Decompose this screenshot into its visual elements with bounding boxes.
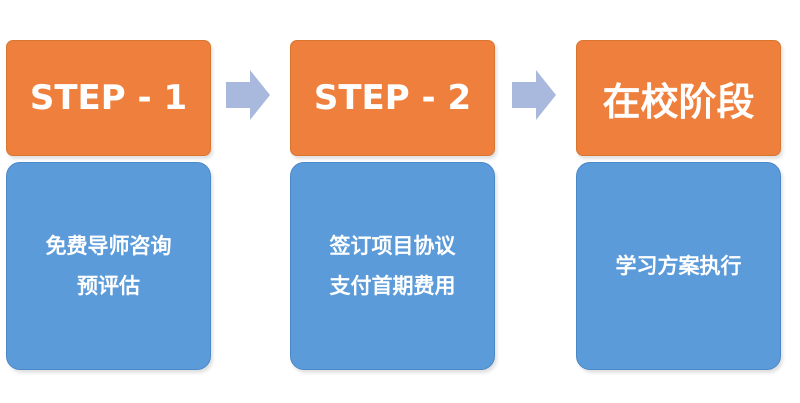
step-3-title: 在校阶段 — [602, 79, 755, 124]
step-3-line-1: 学习方案执行 — [615, 254, 742, 278]
step-3-header: 在校阶段 — [576, 40, 781, 156]
step-2-title: STEP - 2 — [313, 78, 472, 118]
step-1-title: STEP - 1 — [29, 78, 188, 118]
step-2-header: STEP - 2 — [290, 40, 495, 156]
step-2-body: 签订项目协议 支付首期费用 — [290, 162, 495, 370]
step-2-line-2: 支付首期费用 — [329, 274, 456, 298]
step-1-line-2: 预评估 — [77, 274, 140, 298]
right-arrow-icon — [226, 70, 270, 120]
arrow-1-shape — [226, 70, 270, 120]
step-1-body: 免费导师咨询 预评估 — [6, 162, 211, 370]
step-3-body: 学习方案执行 — [576, 162, 781, 370]
step-2-line-1: 签订项目协议 — [329, 234, 456, 258]
step-1-header: STEP - 1 — [6, 40, 211, 156]
right-arrow-icon — [512, 70, 556, 120]
step-1-line-1: 免费导师咨询 — [45, 234, 172, 258]
arrow-2-shape — [512, 70, 556, 120]
